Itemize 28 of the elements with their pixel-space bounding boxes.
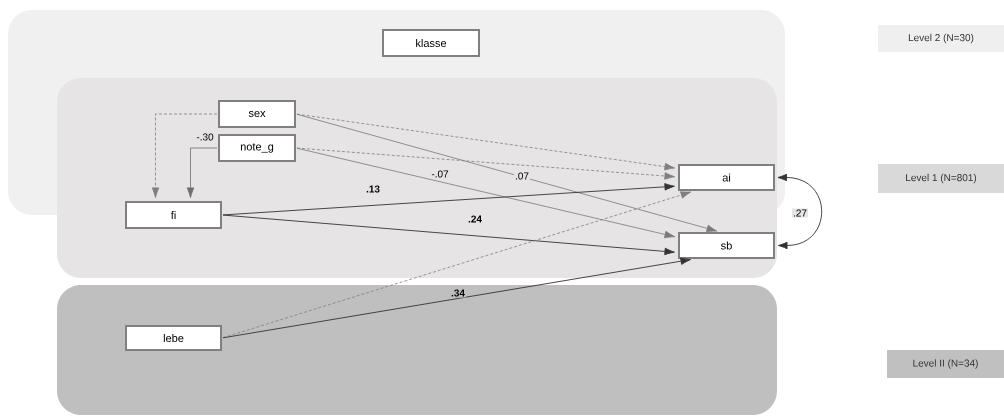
level-tag: Level II (N=34) xyxy=(887,350,1004,378)
edge-label: -.07 xyxy=(430,169,450,179)
edge-label: .13 xyxy=(365,184,381,194)
level-band xyxy=(57,285,777,415)
path-arrow xyxy=(296,147,676,239)
path-arrow xyxy=(296,147,676,180)
path-arrow xyxy=(186,147,218,199)
variable-box: ai xyxy=(678,164,775,191)
path-arrow xyxy=(222,257,691,339)
edge-label: .24 xyxy=(467,214,483,224)
path-arrow xyxy=(222,214,675,256)
edge-label: .27 xyxy=(792,208,808,218)
variable-box: note_g xyxy=(218,134,296,162)
edge-label: -.30 xyxy=(195,132,215,142)
level-tag: Level 2 (N=30) xyxy=(878,25,1004,52)
variable-box: klasse xyxy=(382,29,480,57)
path-arrow xyxy=(222,183,675,216)
correlation-arrow xyxy=(777,173,823,250)
edge-label: .34 xyxy=(450,288,466,298)
path-arrow xyxy=(151,113,218,199)
variable-box: sb xyxy=(678,232,775,259)
level-tag: Level 1 (N=801) xyxy=(878,164,1004,193)
variable-box: sex xyxy=(218,100,296,128)
path-arrow xyxy=(222,191,692,339)
path-arrow xyxy=(296,113,718,233)
edge-label: .07 xyxy=(514,171,530,181)
variable-box: lebe xyxy=(125,325,222,351)
variable-box: fi xyxy=(125,201,222,229)
